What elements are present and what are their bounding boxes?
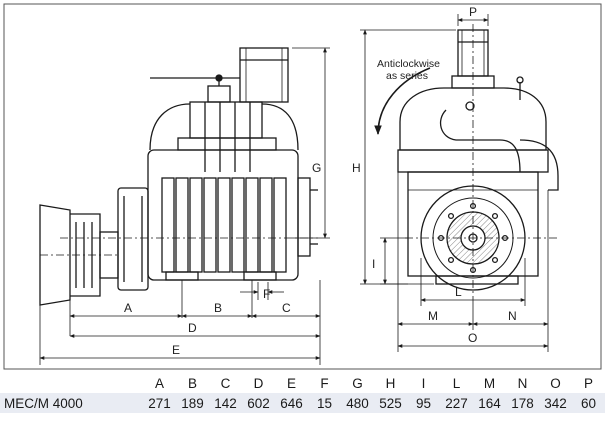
table-cell: 227: [440, 393, 473, 413]
table-cell: 271: [143, 393, 176, 413]
dim-label-c: C: [282, 301, 291, 315]
table-corner: [0, 373, 143, 393]
column-header: A: [154, 375, 164, 391]
table-cell: 189: [176, 393, 209, 413]
dim-label-e: E: [172, 343, 180, 357]
dim-label-g: G: [312, 161, 321, 175]
front-view: [397, 24, 560, 300]
pump-body: [60, 47, 318, 281]
table-cell: 15: [308, 393, 341, 413]
dim-label-b: B: [214, 301, 222, 315]
front-view-labels: P H I L M N O: [352, 5, 517, 345]
dim-label-l: L: [455, 285, 462, 299]
dim-label-p: P: [469, 5, 477, 19]
drawing-frame: [3, 3, 602, 370]
column-header: M: [483, 375, 496, 391]
table-cell: 480: [341, 393, 374, 413]
column-header: N: [517, 375, 528, 391]
column-header: L: [452, 375, 461, 391]
gearbox-shaft: [39, 204, 119, 306]
table-cell: 164: [473, 393, 506, 413]
column-header: E: [286, 375, 296, 391]
dim-label-h: H: [352, 161, 361, 175]
mounting-flange: [117, 187, 149, 291]
table-cell: 342: [539, 393, 572, 413]
dim-label-f: F: [263, 287, 270, 301]
side-view-dimensions: [39, 47, 330, 365]
side-view-labels: A B C D E F G: [124, 161, 321, 357]
table-cell: 178: [506, 393, 539, 413]
dimensions-header-row: A B C D E F G H I L M N O P: [0, 373, 605, 393]
model-name: MEC/M 4000: [0, 393, 143, 413]
dim-label-m: M: [428, 309, 438, 323]
side-view: [39, 47, 318, 306]
rotation-note-line-2: as series: [386, 70, 428, 82]
table-cell: 95: [407, 393, 440, 413]
table-cell: 646: [275, 393, 308, 413]
technical-drawing: A B C D E F G: [3, 3, 602, 370]
column-header: P: [583, 375, 593, 391]
table-cell: 525: [374, 393, 407, 413]
front-view-dimensions: [360, 14, 549, 352]
column-header: B: [187, 375, 197, 391]
column-header: D: [253, 375, 264, 391]
column-header: F: [320, 375, 329, 391]
table-cell: 142: [209, 393, 242, 413]
dim-label-d: D: [188, 321, 197, 335]
rotation-note-line-1: Anticlockwise: [377, 58, 440, 70]
dim-label-i: I: [372, 257, 375, 271]
dimensions-value-row: MEC/M 4000 271 189 142 602 646 15 480 52…: [0, 393, 605, 413]
table-cell: 60: [572, 393, 605, 413]
column-header: H: [385, 375, 396, 391]
column-header: C: [220, 375, 231, 391]
dimensions-table: A B C D E F G H I L M N O P MEC/M 4000 2…: [0, 373, 605, 413]
column-header: O: [550, 375, 561, 391]
rotation-arrow: [374, 67, 431, 135]
column-header: I: [421, 375, 426, 391]
column-header: G: [352, 375, 363, 391]
dim-label-a: A: [124, 301, 132, 315]
dim-label-o: O: [468, 331, 477, 345]
dim-label-n: N: [508, 309, 517, 323]
table-cell: 602: [242, 393, 275, 413]
